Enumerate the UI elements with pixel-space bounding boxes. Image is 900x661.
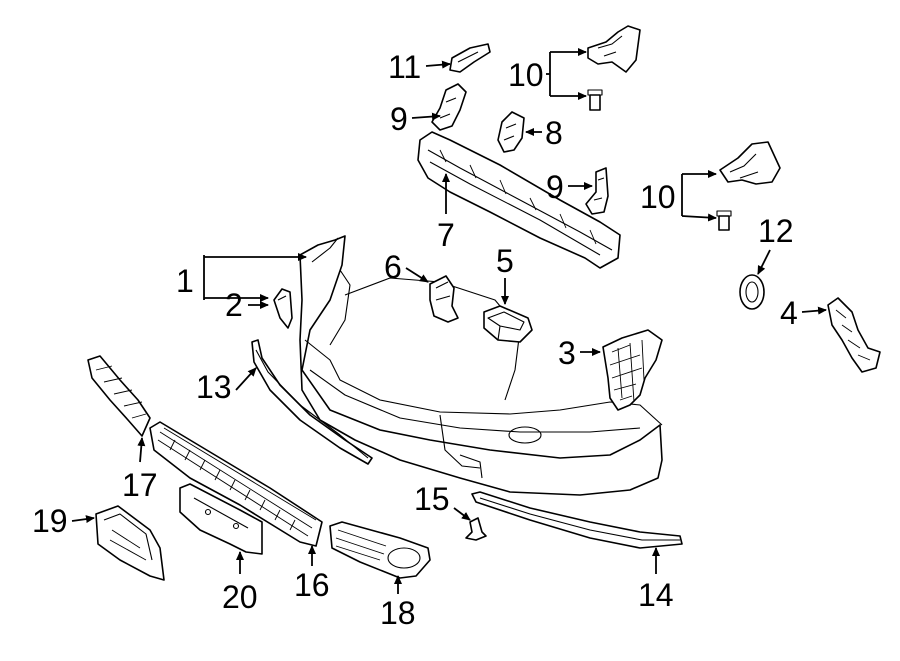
callout-12: 12 — [758, 213, 794, 249]
leader-19 — [71, 515, 95, 524]
callout-13: 13 — [196, 369, 232, 405]
leader-13 — [235, 367, 257, 391]
callout-20: 20 — [222, 579, 258, 615]
trim-strip-part-13 — [251, 339, 373, 465]
callout-15: 15 — [414, 481, 450, 517]
leader-11 — [425, 60, 451, 69]
bracket-part-10-upper — [587, 25, 641, 111]
callout-2: 2 — [225, 287, 243, 323]
clip-part-15 — [465, 517, 487, 541]
callout-labels: 1 2 3 4 5 6 7 8 9 9 10 10 11 12 13 14 15… — [32, 49, 798, 631]
bracket-part-9-upper — [431, 83, 467, 131]
callout-7: 7 — [437, 217, 455, 253]
callout-14: 14 — [638, 577, 674, 613]
leader-4 — [801, 306, 827, 315]
impact-bar-part-7 — [417, 131, 621, 269]
callout-8: 8 — [545, 115, 563, 151]
trim-strip-part-14 — [471, 491, 683, 549]
callout-17: 17 — [122, 467, 158, 503]
callout-4: 4 — [780, 295, 798, 331]
bracket-part-10-lower — [716, 141, 781, 231]
callout-9-lower: 9 — [546, 169, 564, 205]
leader-lines — [71, 48, 827, 594]
lower-grille-part-16 — [149, 421, 323, 547]
bracket-part-9-lower — [585, 167, 609, 215]
callout-6: 6 — [384, 249, 402, 285]
side-grille-part-17 — [87, 355, 151, 437]
bracket-part-4 — [827, 297, 881, 373]
bracket-part-6 — [429, 275, 459, 323]
callout-5: 5 — [496, 243, 514, 279]
leader-10-lower-to-bolt — [681, 213, 717, 222]
leader-6 — [405, 267, 429, 283]
module-part-5 — [483, 305, 533, 343]
callout-16: 16 — [294, 567, 330, 603]
plate-bracket-part-19 — [95, 505, 165, 581]
leader-17 — [137, 437, 146, 463]
plate-bracket-part-20 — [179, 483, 263, 555]
callout-3: 3 — [558, 335, 576, 371]
bracket-part-8 — [497, 111, 525, 153]
grommet-part-12 — [739, 274, 765, 310]
callout-1: 1 — [176, 263, 194, 299]
bracket-part-11 — [449, 43, 491, 73]
callout-10-upper: 10 — [508, 57, 544, 93]
leader-9-upper — [411, 112, 441, 121]
trim-cover-part-2 — [273, 288, 293, 329]
callout-11: 11 — [388, 49, 421, 85]
bracket-part-3 — [602, 329, 663, 411]
callout-9-upper: 9 — [390, 101, 408, 137]
callout-19: 19 — [32, 503, 68, 539]
callout-10-lower: 10 — [640, 179, 676, 215]
leader-12 — [757, 249, 771, 275]
leader-15 — [453, 507, 471, 521]
fog-grille-part-18 — [329, 521, 431, 579]
callout-18: 18 — [380, 595, 416, 631]
